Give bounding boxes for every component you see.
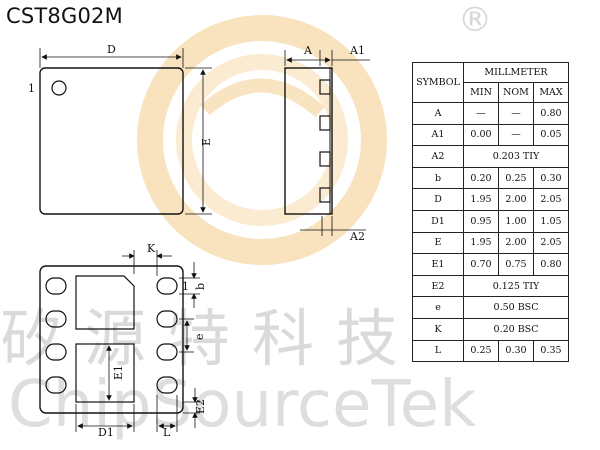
- row-symbol: b: [412, 166, 464, 190]
- row-span-value: 0.20 BSC: [463, 317, 569, 341]
- row-max: 1.05: [533, 209, 569, 233]
- row-symbol: E: [412, 231, 464, 255]
- row-symbol: A: [412, 102, 464, 125]
- row-max: 0.80: [533, 253, 569, 276]
- row-max: 0.35: [533, 339, 569, 363]
- table-row: A — — 0.80: [412, 102, 569, 125]
- row-nom: —: [498, 123, 534, 147]
- row-min: —: [463, 102, 499, 125]
- bottom-d1-label: D1: [98, 426, 114, 439]
- bottom-b-label: b: [194, 283, 207, 290]
- row-symbol: K: [412, 317, 464, 341]
- row-max: 0.30: [533, 166, 569, 190]
- row-span-value: 0.203 TIY: [463, 145, 569, 168]
- row-min: 0.25: [463, 339, 499, 363]
- row-symbol: A1: [412, 123, 464, 147]
- unit-header: MILLMETER: [463, 62, 569, 83]
- row-symbol: E2: [412, 274, 464, 298]
- table-row: A2 0.203 TIY: [412, 145, 569, 168]
- top-view-d-label: D: [107, 43, 116, 56]
- row-symbol: L: [412, 339, 464, 363]
- bottom-l-label: L: [163, 426, 171, 439]
- table-row: A1 0.00 — 0.05: [412, 123, 569, 147]
- table-row: e 0.50 BSC: [412, 296, 569, 319]
- side-a-label: A: [303, 44, 313, 57]
- row-span-value: 0.50 BSC: [463, 296, 569, 319]
- max-header: MAX: [533, 82, 569, 103]
- row-max: 2.05: [533, 188, 569, 211]
- row-max: 2.05: [533, 231, 569, 255]
- bottom-k-label: K: [147, 242, 156, 255]
- nom-header: NOM: [498, 82, 534, 103]
- package-drawings: 1 D E A A1 A2 K 1 b e E1 D1 L E2: [28, 43, 370, 439]
- row-symbol: D1: [412, 209, 464, 233]
- bottom-e1-label: E1: [112, 365, 125, 380]
- row-symbol: A2: [412, 145, 464, 168]
- row-max: 0.05: [533, 123, 569, 147]
- row-min: 0.70: [463, 253, 499, 276]
- row-nom: 0.25: [498, 166, 534, 190]
- table-row: D 1.95 2.00 2.05: [412, 188, 569, 211]
- bottom-e-label: e: [193, 333, 206, 340]
- table-row: E2 0.125 TIY: [412, 274, 569, 298]
- row-min: 0.20: [463, 166, 499, 190]
- row-nom: —: [498, 102, 534, 125]
- top-view-e-label: E: [200, 138, 213, 146]
- min-header: MIN: [463, 82, 499, 103]
- dimension-table: SYMBOL MILLMETER MIN NOM MAX A — — 0.80 …: [412, 62, 569, 363]
- top-view-pin1-label: 1: [28, 82, 35, 95]
- bottom-e2-label: E2: [194, 399, 207, 414]
- part-number-title: CST8G02M: [6, 4, 123, 28]
- row-nom: 2.00: [498, 231, 534, 255]
- table-row: E1 0.70 0.75 0.80: [412, 253, 569, 276]
- row-nom: 2.00: [498, 188, 534, 211]
- bottom-pin1-label: 1: [182, 280, 189, 293]
- row-nom: 0.75: [498, 253, 534, 276]
- symbol-header: SYMBOL: [412, 62, 464, 103]
- watermark-english-text: ChipSourceTek: [8, 368, 477, 442]
- side-a2-label: A2: [349, 230, 365, 243]
- side-a1-label: A1: [349, 44, 365, 57]
- row-nom: 1.00: [498, 209, 534, 233]
- table-row: E 1.95 2.00 2.05: [412, 231, 569, 255]
- row-min: 1.95: [463, 188, 499, 211]
- bottom-view: [39, 250, 200, 432]
- registered-mark: ®: [458, 0, 492, 40]
- row-span-value: 0.125 TIY: [463, 274, 569, 298]
- side-view: [284, 50, 370, 236]
- table-row: L 0.25 0.30 0.35: [412, 339, 569, 363]
- row-min: 0.95: [463, 209, 499, 233]
- top-view: [39, 48, 212, 215]
- table-row: b 0.20 0.25 0.30: [412, 166, 569, 190]
- row-symbol: e: [412, 296, 464, 319]
- row-min: 1.95: [463, 231, 499, 255]
- table-row: D1 0.95 1.00 1.05: [412, 209, 569, 233]
- row-symbol: E1: [412, 253, 464, 276]
- row-symbol: D: [412, 188, 464, 211]
- row-nom: 0.30: [498, 339, 534, 363]
- table-row: K 0.20 BSC: [412, 317, 569, 341]
- row-max: 0.80: [533, 102, 569, 125]
- row-min: 0.00: [463, 123, 499, 147]
- watermark-chinese-text: 矽源特科技: [0, 302, 421, 375]
